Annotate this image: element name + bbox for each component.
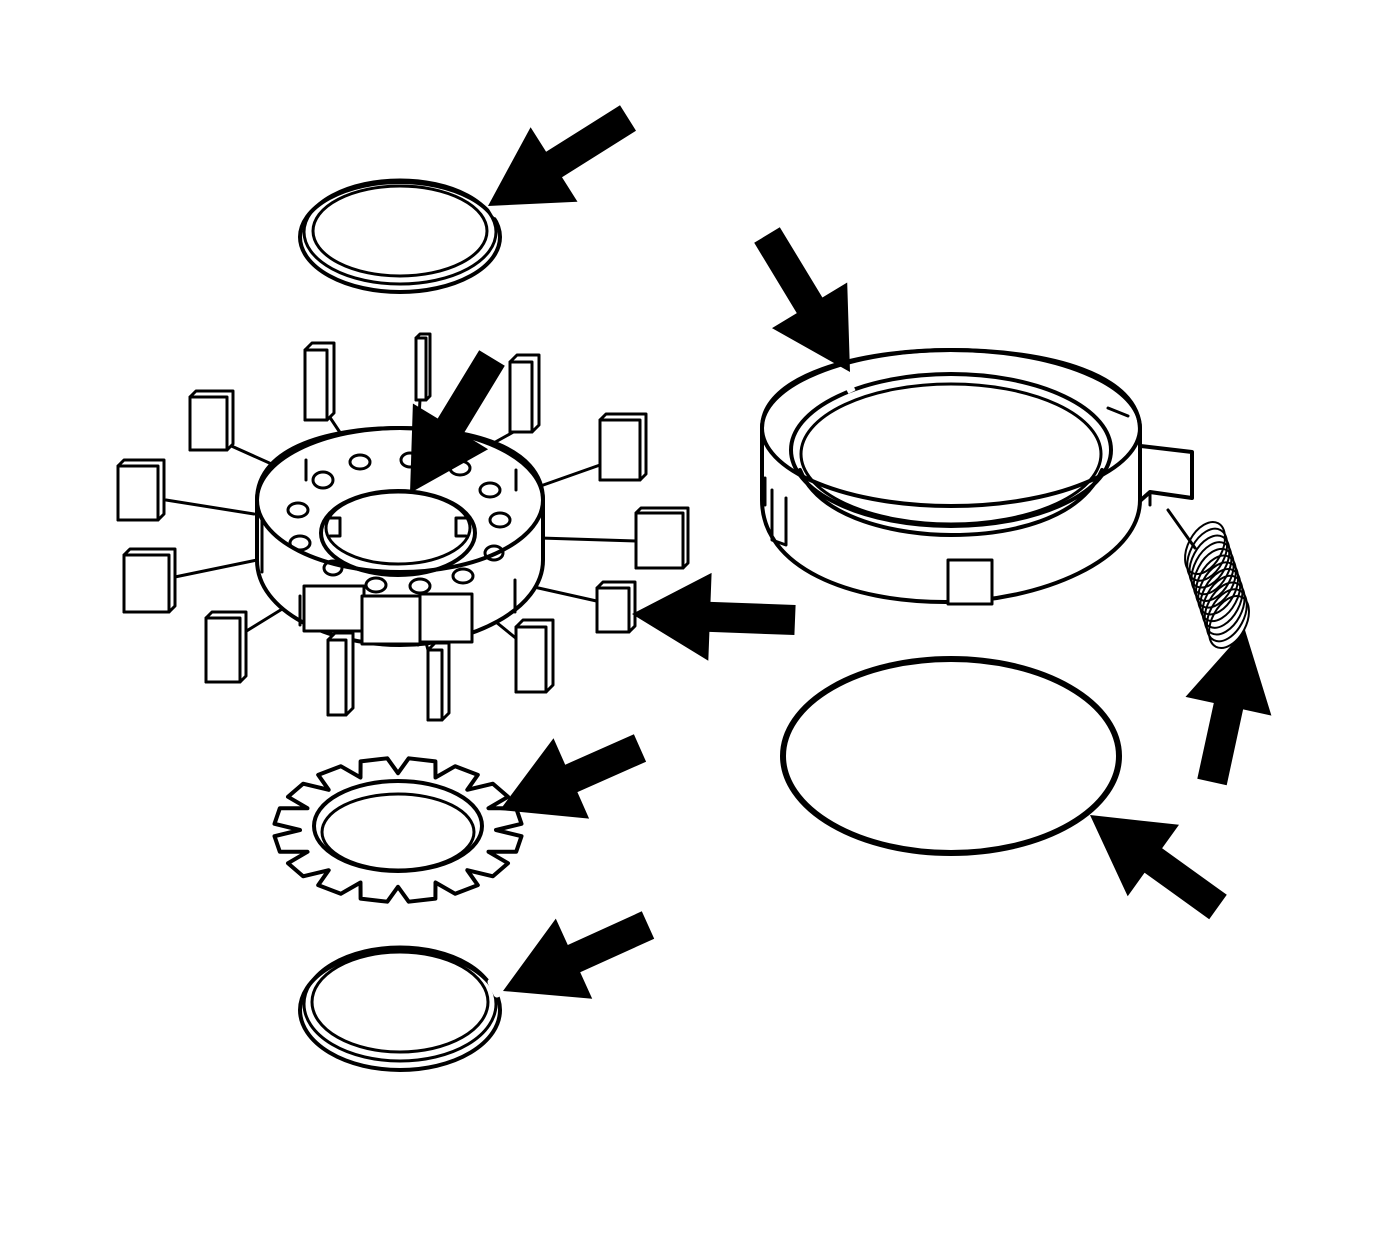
toothed-lock-washer: [272, 756, 524, 904]
loose-rollers: [116, 332, 690, 722]
coil-turn: [1208, 595, 1250, 649]
roller-block: [188, 389, 235, 452]
roller-block-face: [598, 418, 642, 482]
callout-arrows: [410, 105, 1272, 999]
roller-block: [426, 641, 451, 722]
coil-turn: [1205, 588, 1248, 643]
roller-block-face: [122, 553, 171, 614]
roller-block: [634, 506, 690, 570]
arrow-race-center: [410, 350, 505, 493]
arrow-lower-snap-ring: [503, 911, 655, 999]
roller-block-face: [595, 586, 631, 634]
arrow-coil-spring: [1185, 630, 1272, 786]
roller-block: [303, 341, 336, 422]
roller-block-face: [426, 648, 444, 722]
roller-block: [326, 631, 355, 717]
arrow-o-ring: [1090, 815, 1227, 920]
roller-block: [414, 332, 432, 402]
roller-block-face: [414, 336, 428, 402]
roller-block-face: [508, 360, 534, 434]
servo-band-ring: [760, 348, 1194, 606]
roller-block-face: [303, 348, 329, 422]
roller-block: [514, 618, 555, 694]
o-ring-seal: [780, 656, 1122, 856]
roller-block-face: [326, 638, 348, 717]
roller-block: [508, 353, 541, 434]
roller-block: [116, 458, 166, 522]
coil-spring: [1166, 508, 1250, 649]
roller-block-face: [514, 625, 548, 694]
roller-block-face: [116, 464, 160, 522]
upper-snap-ring: [298, 178, 502, 294]
roller-block-face: [634, 511, 685, 570]
race-segment-lines: [260, 458, 518, 647]
coil-turn: [1203, 581, 1246, 636]
arrow-upper-snap-ring: [488, 105, 636, 206]
roller-block-face: [188, 395, 229, 452]
clutch-race-with-rollers: [116, 332, 690, 722]
arrow-lock-washer: [500, 734, 647, 819]
roller-block-face: [204, 616, 242, 684]
roller-block: [122, 547, 177, 614]
roller-block: [598, 412, 648, 482]
lower-snap-ring: [298, 945, 502, 1072]
arrow-band-ring: [754, 227, 850, 372]
arrow-roller: [632, 572, 796, 661]
roller-block: [595, 580, 637, 634]
roller-block: [204, 610, 248, 684]
race-pockets: [286, 451, 512, 595]
